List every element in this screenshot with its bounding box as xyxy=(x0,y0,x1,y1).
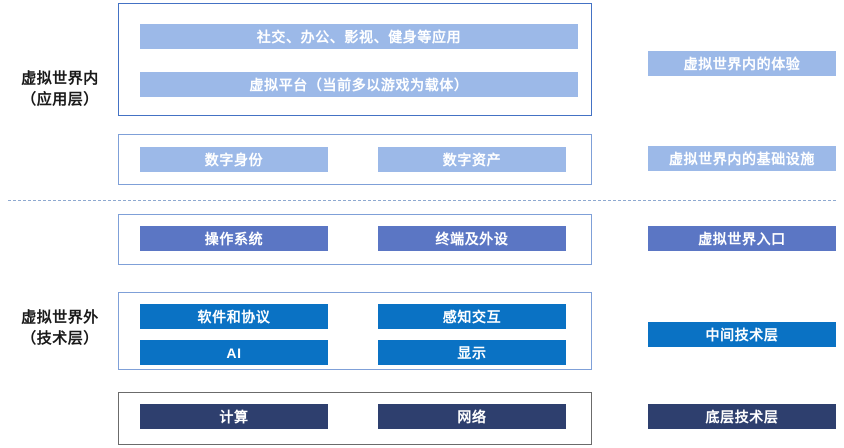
tag-infrastructure[interactable]: 虚拟世界内的基础设施 xyxy=(648,146,836,171)
tag-label: 虚拟世界内的基础设施 xyxy=(669,150,815,167)
bar-digital-identity[interactable]: 数字身份 xyxy=(140,147,328,172)
section-label-outside: 虚拟世界外 （技术层） xyxy=(8,307,112,349)
bar-perception-interaction[interactable]: 感知交互 xyxy=(378,304,566,329)
section-label-inside-line1: 虚拟世界内 xyxy=(21,70,99,87)
group-box-application-platform xyxy=(118,3,592,116)
bar-software-and-protocols[interactable]: 软件和协议 xyxy=(140,304,328,329)
bar-terminal-and-peripherals[interactable]: 终端及外设 xyxy=(378,226,566,251)
section-label-inside-line2: （应用层） xyxy=(21,91,99,108)
section-label-inside: 虚拟世界内 （应用层） xyxy=(8,68,112,110)
bar-label: 软件和协议 xyxy=(197,308,271,325)
bar-network[interactable]: 网络 xyxy=(378,404,566,429)
bar-computing[interactable]: 计算 xyxy=(140,404,328,429)
bar-label: 显示 xyxy=(457,344,487,361)
section-label-outside-line1: 虚拟世界外 xyxy=(21,309,99,326)
tag-label: 中间技术层 xyxy=(705,326,779,343)
bar-label: 数字身份 xyxy=(204,151,264,168)
tag-middle-tech[interactable]: 中间技术层 xyxy=(648,322,836,347)
section-divider xyxy=(8,200,836,201)
bar-virtual-platform[interactable]: 虚拟平台（当前多以游戏为载体） xyxy=(140,72,578,97)
bar-label: 数字资产 xyxy=(442,151,502,168)
bar-social-office-video-fitness-apps[interactable]: 社交、办公、影视、健身等应用 xyxy=(140,24,578,49)
tag-base-tech[interactable]: 底层技术层 xyxy=(648,404,836,429)
bar-digital-assets[interactable]: 数字资产 xyxy=(378,147,566,172)
bar-label: 计算 xyxy=(219,408,249,425)
tag-entrance[interactable]: 虚拟世界入口 xyxy=(648,226,836,251)
section-label-outside-line2: （技术层） xyxy=(21,330,99,347)
bar-ai[interactable]: AI xyxy=(140,340,328,365)
bar-label: AI xyxy=(226,344,242,361)
bar-operating-system[interactable]: 操作系统 xyxy=(140,226,328,251)
tag-label: 底层技术层 xyxy=(705,408,779,425)
bar-label: 终端及外设 xyxy=(435,230,509,247)
bar-label: 网络 xyxy=(457,408,487,425)
bar-label: 社交、办公、影视、健身等应用 xyxy=(256,28,462,45)
tag-experience[interactable]: 虚拟世界内的体验 xyxy=(648,51,836,76)
bar-label: 虚拟平台（当前多以游戏为载体） xyxy=(249,76,469,93)
bar-label: 感知交互 xyxy=(442,308,502,325)
tag-label: 虚拟世界入口 xyxy=(698,230,786,247)
bar-label: 操作系统 xyxy=(204,230,264,247)
tag-label: 虚拟世界内的体验 xyxy=(683,55,801,72)
bar-display[interactable]: 显示 xyxy=(378,340,566,365)
